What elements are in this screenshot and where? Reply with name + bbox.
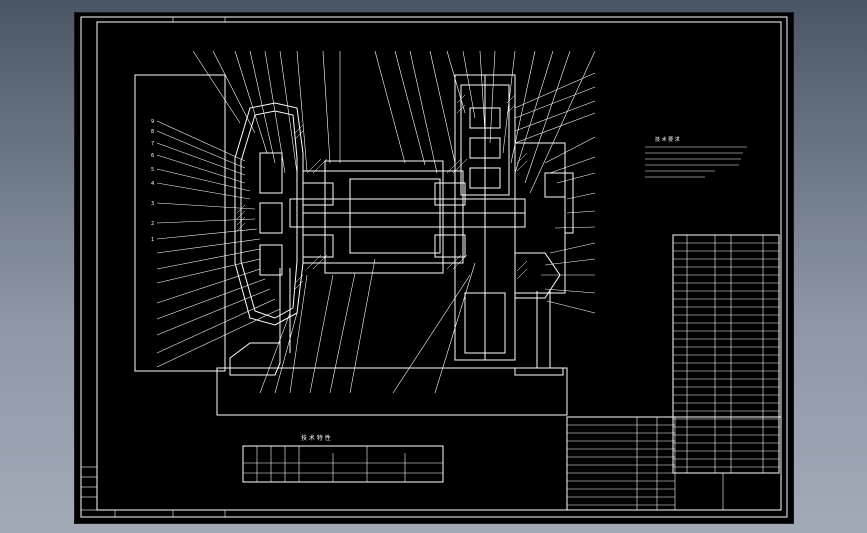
base-outline [216, 367, 568, 416]
svg-text:4: 4 [151, 181, 154, 187]
svg-text:8: 8 [151, 129, 154, 135]
leader-lines-left [156, 120, 281, 368]
tech-table-title: 技 术 特 性 [301, 434, 331, 442]
parts-list [672, 234, 780, 474]
left-housing-outline [134, 74, 226, 372]
tech-table: 技 术 特 性 [242, 434, 444, 483]
main-shaft [289, 158, 526, 274]
svg-text:2: 2 [151, 221, 154, 227]
svg-text:5: 5 [151, 167, 154, 173]
svg-text:7: 7 [151, 141, 154, 147]
svg-text:9: 9 [151, 119, 154, 125]
leader-lines-top [192, 50, 596, 194]
technical-notes: 技 术 要 求 [645, 136, 747, 178]
svg-text:1: 1 [151, 237, 154, 243]
title-block [566, 416, 782, 511]
right-gearbox [454, 74, 574, 376]
svg-text:3: 3 [151, 201, 154, 207]
leader-lines-bottom [259, 258, 476, 394]
leader-lines-right [514, 72, 596, 314]
balloon-numbers-left: 9 8 7 6 5 4 3 2 1 [151, 119, 154, 243]
zone-marks [114, 17, 226, 517]
left-margin-block [80, 466, 98, 511]
inner-frame [96, 21, 782, 511]
cad-viewport[interactable]: 9 8 7 6 5 4 3 2 1 技 术 要 求 [74, 12, 794, 524]
outer-frame [80, 16, 788, 518]
left-gearbox [229, 102, 304, 376]
notes-title: 技 术 要 求 [655, 136, 680, 143]
assembly-drawing: 9 8 7 6 5 4 3 2 1 技 术 要 求 [80, 16, 788, 518]
svg-text:6: 6 [151, 153, 154, 159]
